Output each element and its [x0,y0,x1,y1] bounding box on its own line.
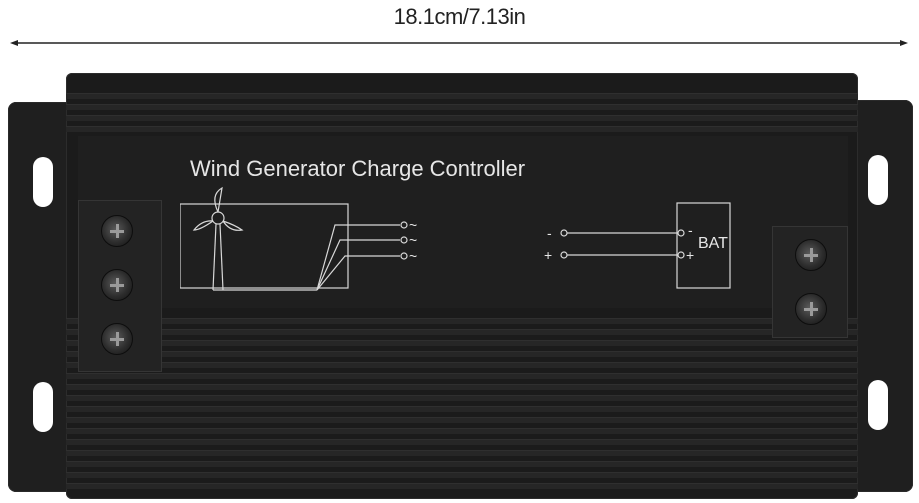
svg-text:+: + [686,247,694,263]
terminal-screw-icon [101,269,133,301]
left-terminal-block [78,200,162,372]
dimension-arrow-icon [10,40,908,46]
svg-text:-: - [688,222,693,238]
wind-turbine-icon [192,186,244,291]
terminal-screw-icon [101,323,133,355]
svg-text:BAT: BAT [698,235,728,252]
mounting-slot-icon [868,380,888,430]
dimension-label: 18.1cm/7.13in [393,4,526,29]
top-cooling-fins [66,93,858,137]
terminal-screw-icon [101,215,133,247]
svg-text:~: ~ [409,217,417,233]
right-terminal-block [772,226,848,338]
right-mounting-flange [848,100,913,492]
terminal-screw-icon [795,239,827,271]
svg-text:~: ~ [409,248,417,264]
bottom-cooling-fins [66,318,858,494]
terminal-screw-icon [795,293,827,325]
mounting-slot-icon [868,155,888,205]
mounting-slot-icon [33,382,53,432]
svg-text:-: - [547,225,552,241]
svg-text:~: ~ [409,232,417,248]
wiring-diagram: ~ ~ ~ - + - + BAT [180,186,731,291]
device-title: Wind Generator Charge Controller [190,156,526,181]
svg-text:+: + [544,247,552,263]
mounting-slot-icon [33,157,53,207]
